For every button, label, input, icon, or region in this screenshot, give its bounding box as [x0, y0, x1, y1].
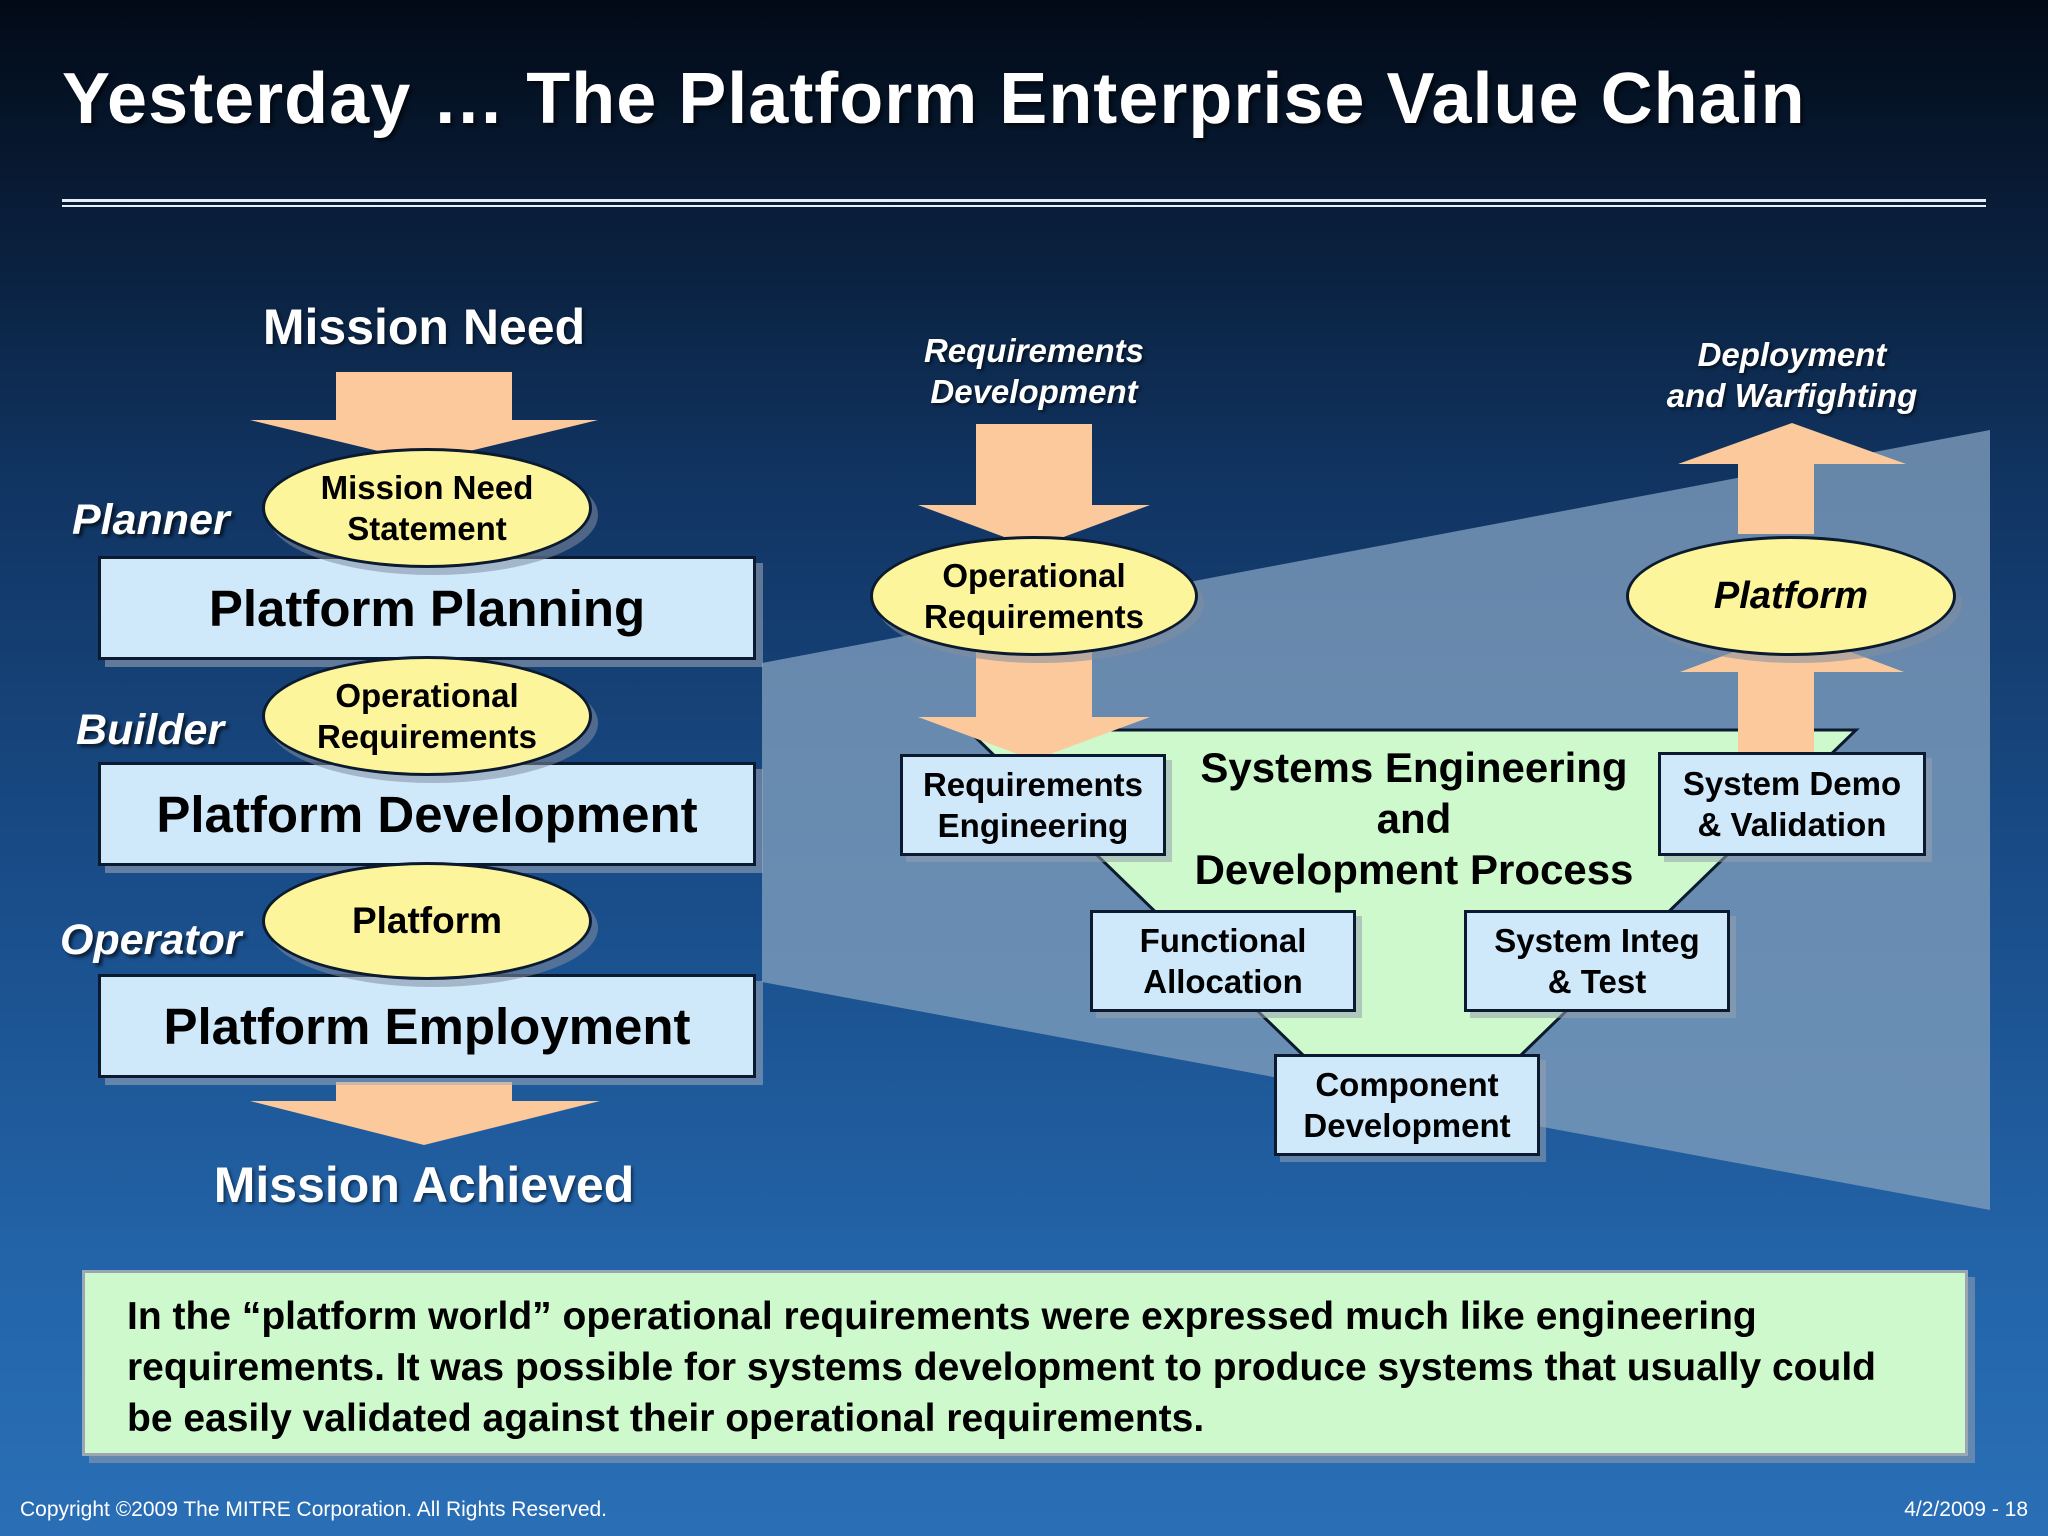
title-rule-bottom [62, 205, 1986, 207]
system-demo-validation-box: System Demo & Validation [1658, 752, 1926, 856]
page-number-footer: 4/2/2009 - 18 [1904, 1498, 2028, 1521]
box-line-1: Functional [1139, 922, 1307, 959]
caption-line-2: Development [930, 373, 1138, 410]
oval-line-2: Requirements [923, 598, 1145, 635]
caption-line-2: and Warfighting [1666, 377, 1918, 414]
box-line-2: & Test [1547, 963, 1647, 1000]
platform-development-box: Platform Development [98, 762, 756, 866]
requirements-development-label: Requirements Development [884, 330, 1184, 412]
oval-line-1: Operational [335, 677, 519, 714]
mission-need-label: Mission Need [262, 299, 586, 355]
requirements-development-arrow [918, 424, 1150, 548]
title-rule-top [62, 199, 1986, 202]
caption-line-1: Requirements [923, 332, 1145, 369]
box-line-2: & Validation [1697, 806, 1887, 843]
functional-allocation-box: Functional Allocation [1090, 910, 1356, 1012]
deployment-arrow [1678, 423, 1906, 534]
process-title-line-3: Development Process [1194, 846, 1634, 893]
mission-achieved-arrow [250, 1082, 600, 1145]
mission-need-statement-oval: Mission Need Statement [262, 448, 592, 568]
oval-line-2: Statement [347, 510, 507, 547]
platform-employment-box: Platform Employment [98, 974, 756, 1078]
operational-requirements-oval-right: Operational Requirements [870, 536, 1198, 656]
operator-label: Operator [60, 916, 242, 964]
requirements-engineering-arrow [918, 650, 1150, 760]
process-title: Systems Engineering and Development Proc… [1164, 742, 1664, 895]
oval-line-1: Mission Need [320, 469, 534, 506]
box-line-1: System Integ [1494, 922, 1700, 959]
mission-achieved-label: Mission Achieved [213, 1157, 635, 1213]
platform-planning-box: Platform Planning [98, 556, 756, 660]
oval-line-1: Operational [942, 557, 1126, 594]
process-title-line-1: Systems Engineering [1200, 744, 1628, 791]
platform-oval-left: Platform [262, 862, 592, 980]
slide-title: Yesterday … The Platform Enterprise Valu… [62, 59, 1806, 139]
box-line-2: Engineering [937, 807, 1129, 844]
builder-label: Builder [76, 706, 225, 754]
box-line-1: System Demo [1682, 765, 1902, 802]
system-integ-test-box: System Integ & Test [1464, 910, 1730, 1012]
caption-line-1: Deployment [1697, 336, 1887, 373]
box-line-1: Component [1315, 1066, 1499, 1103]
copyright-footer: Copyright ©2009 The MITRE Corporation. A… [20, 1498, 608, 1521]
process-title-line-2: and [1376, 795, 1452, 842]
deployment-warfighting-label: Deployment and Warfighting [1622, 334, 1962, 416]
oval-line-2: Requirements [316, 718, 538, 755]
box-line-2: Development [1303, 1107, 1511, 1144]
planner-label: Planner [72, 496, 230, 544]
box-line-1: Requirements [922, 766, 1144, 803]
mission-need-arrow [250, 372, 598, 462]
box-line-2: Allocation [1143, 963, 1303, 1000]
summary-note: In the “platform world” operational requ… [82, 1270, 1968, 1456]
platform-up-arrow [1680, 630, 1904, 752]
operational-requirements-oval-left: Operational Requirements [262, 656, 592, 776]
platform-oval-right: Platform [1626, 536, 1956, 656]
component-development-box: Component Development [1274, 1054, 1540, 1156]
requirements-engineering-box: Requirements Engineering [900, 754, 1166, 856]
